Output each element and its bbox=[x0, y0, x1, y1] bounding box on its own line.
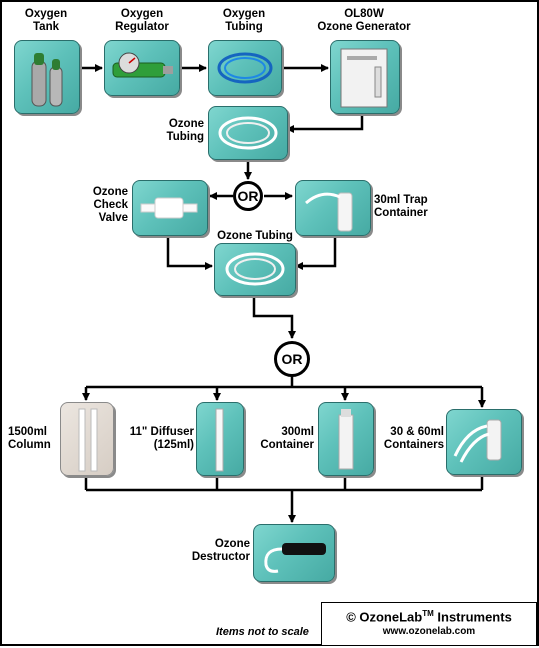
label-oxygen-tank: Oxygen Tank bbox=[24, 8, 68, 33]
ozone-destructor-image bbox=[253, 524, 335, 582]
ozone-tubing-1-image bbox=[208, 106, 288, 160]
30-60ml-containers-image bbox=[446, 409, 522, 475]
footer-brand-box: © OzoneLabTM Instruments www.ozonelab.co… bbox=[321, 602, 537, 646]
oxygen-tubing-image bbox=[208, 40, 282, 96]
label-ozone-generator: OL80W Ozone Generator bbox=[317, 8, 411, 33]
label-check-valve: Ozone Check Valve bbox=[92, 186, 128, 224]
label-30-60ml-containers: 30 & 60ml Containers bbox=[383, 426, 444, 451]
arrow-generator-to-ozone-tubing bbox=[286, 112, 364, 133]
trap-container-image bbox=[295, 180, 371, 236]
check-valve-image bbox=[132, 180, 208, 236]
oxygen-regulator-image bbox=[104, 40, 180, 96]
label-ozone-tubing-1: Ozone Tubing bbox=[166, 118, 204, 143]
brand-name: © OzoneLabTM Instruments bbox=[346, 609, 512, 625]
or-node-2: OR bbox=[274, 341, 310, 377]
label-ozone-tubing-2: Ozone Tubing bbox=[217, 230, 293, 242]
ozone-tubing-2-image bbox=[214, 243, 296, 296]
1500ml-column-image bbox=[60, 402, 114, 476]
label-oxygen-regulator: Oxygen Regulator bbox=[115, 8, 169, 33]
arrow-check-valve-to-tubing2 bbox=[166, 234, 213, 270]
300ml-container-image bbox=[318, 402, 374, 476]
diffuser-image bbox=[196, 402, 244, 476]
arrow-trap-to-tubing2 bbox=[295, 234, 337, 270]
arrow-tubing2-to-or2 bbox=[252, 294, 296, 339]
brand-url: www.ozonelab.com bbox=[382, 626, 476, 638]
scale-note: Items not to scale bbox=[216, 626, 309, 638]
label-1500ml-column: 1500ml Column bbox=[8, 426, 51, 451]
or-node-1: OR bbox=[233, 181, 263, 211]
ozone-generator-image bbox=[330, 40, 400, 114]
label-trap-container: 30ml Trap Container bbox=[374, 194, 428, 219]
label-diffuser: 11" Diffuser (125ml) bbox=[129, 426, 194, 451]
label-300ml-container: 300ml Container bbox=[260, 426, 314, 451]
oxygen-tank-image bbox=[14, 40, 80, 114]
label-oxygen-tubing: Oxygen Tubing bbox=[222, 8, 266, 33]
label-ozone-destructor: Ozone Destructor bbox=[191, 538, 250, 563]
